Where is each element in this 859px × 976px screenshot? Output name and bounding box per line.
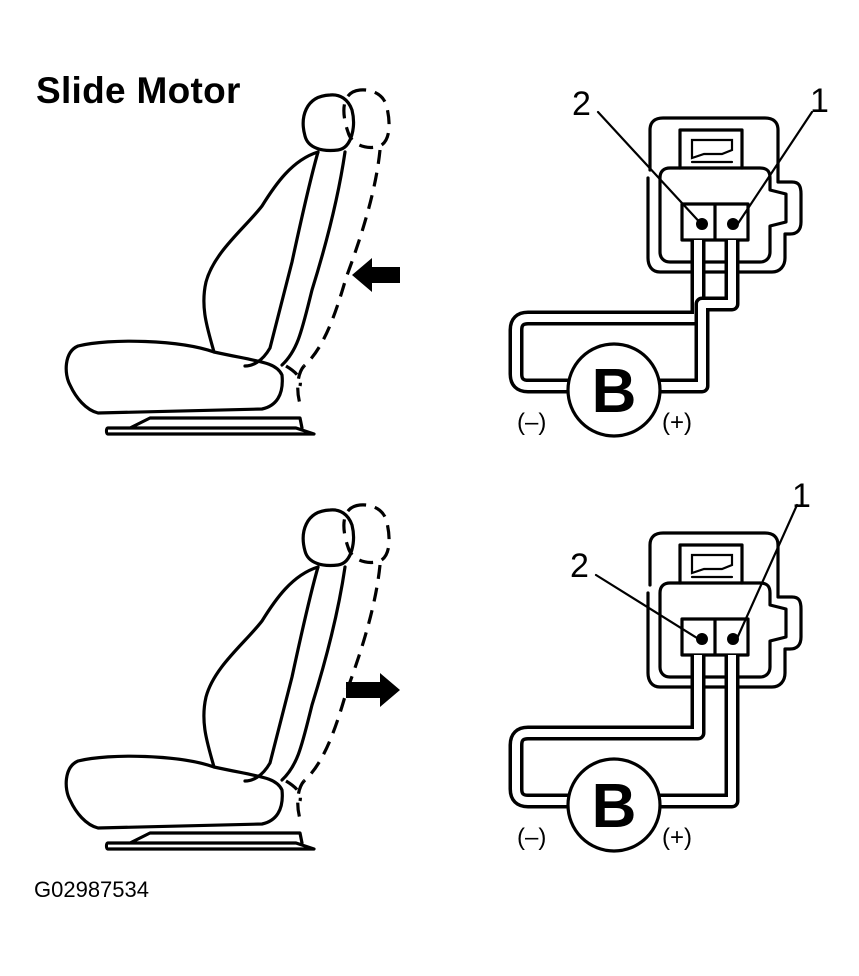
terminal-1-label: 1 xyxy=(792,477,811,515)
battery-icon xyxy=(566,342,662,438)
figure-code: G02987534 xyxy=(34,877,149,902)
battery-icon xyxy=(566,757,662,853)
seat-moved-dashed xyxy=(284,88,391,412)
positive-label: (+) xyxy=(662,409,692,436)
seat-solid xyxy=(64,508,356,851)
terminal-2-label: 2 xyxy=(572,85,591,123)
forward-panel: 2 1 B (–) (+) xyxy=(64,82,829,438)
terminal-2-label: 2 xyxy=(570,547,589,585)
terminal-2-leader xyxy=(594,573,707,645)
seat-solid xyxy=(64,93,356,436)
terminal-1-leader xyxy=(733,110,814,230)
battery-label: B xyxy=(592,357,637,426)
rearward-panel: 2 1 B (–) (+) xyxy=(64,477,811,853)
terminal-1-label: 1 xyxy=(810,82,829,120)
seat-moved-dashed xyxy=(284,503,391,827)
diagram-title: Slide Motor xyxy=(36,70,241,111)
arrow-left-icon xyxy=(352,258,400,292)
terminal-2-leader xyxy=(596,110,707,230)
battery-label: B xyxy=(592,772,637,841)
negative-label: (–) xyxy=(517,824,546,851)
terminal-1-leader xyxy=(733,503,799,645)
negative-label: (–) xyxy=(517,409,546,436)
positive-label: (+) xyxy=(662,824,692,851)
arrow-right-icon xyxy=(346,673,400,707)
